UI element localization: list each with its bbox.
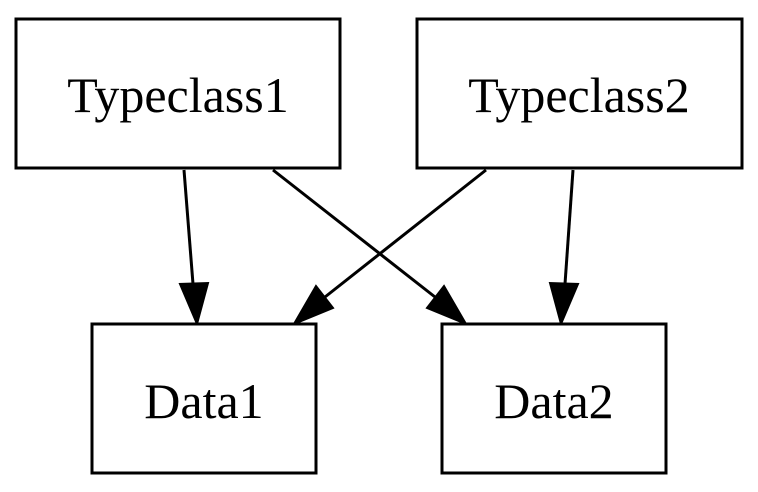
node-label: Typeclass1 — [67, 67, 288, 123]
edges — [178, 168, 580, 328]
node-box — [415, 17, 744, 170]
node-box — [14, 17, 342, 170]
edge-typeclass1-data2 — [272, 168, 469, 327]
node-typeclass1[interactable]: Typeclass1 — [14, 17, 342, 170]
arrowhead — [425, 284, 469, 327]
node-label: Typeclass2 — [468, 67, 689, 123]
node-label: Data1 — [144, 373, 263, 429]
edge-line — [182, 169, 195, 285]
edge-line — [324, 168, 487, 299]
node-box — [440, 322, 668, 475]
node-data1[interactable]: Data1 — [90, 322, 318, 475]
node-box — [90, 322, 318, 475]
edge-typeclass2-data1 — [291, 168, 487, 327]
arrowhead — [291, 284, 335, 327]
edge-typeclass1-data1 — [178, 169, 210, 328]
node-data2[interactable]: Data2 — [440, 322, 668, 475]
node-label: Data2 — [494, 373, 613, 429]
edge-line — [272, 168, 436, 299]
arrowhead — [178, 281, 210, 328]
node-typeclass2[interactable]: Typeclass2 — [415, 17, 744, 170]
edge-typeclass2-data2 — [548, 169, 580, 328]
edge-line — [563, 169, 575, 285]
arrowhead — [548, 281, 580, 328]
